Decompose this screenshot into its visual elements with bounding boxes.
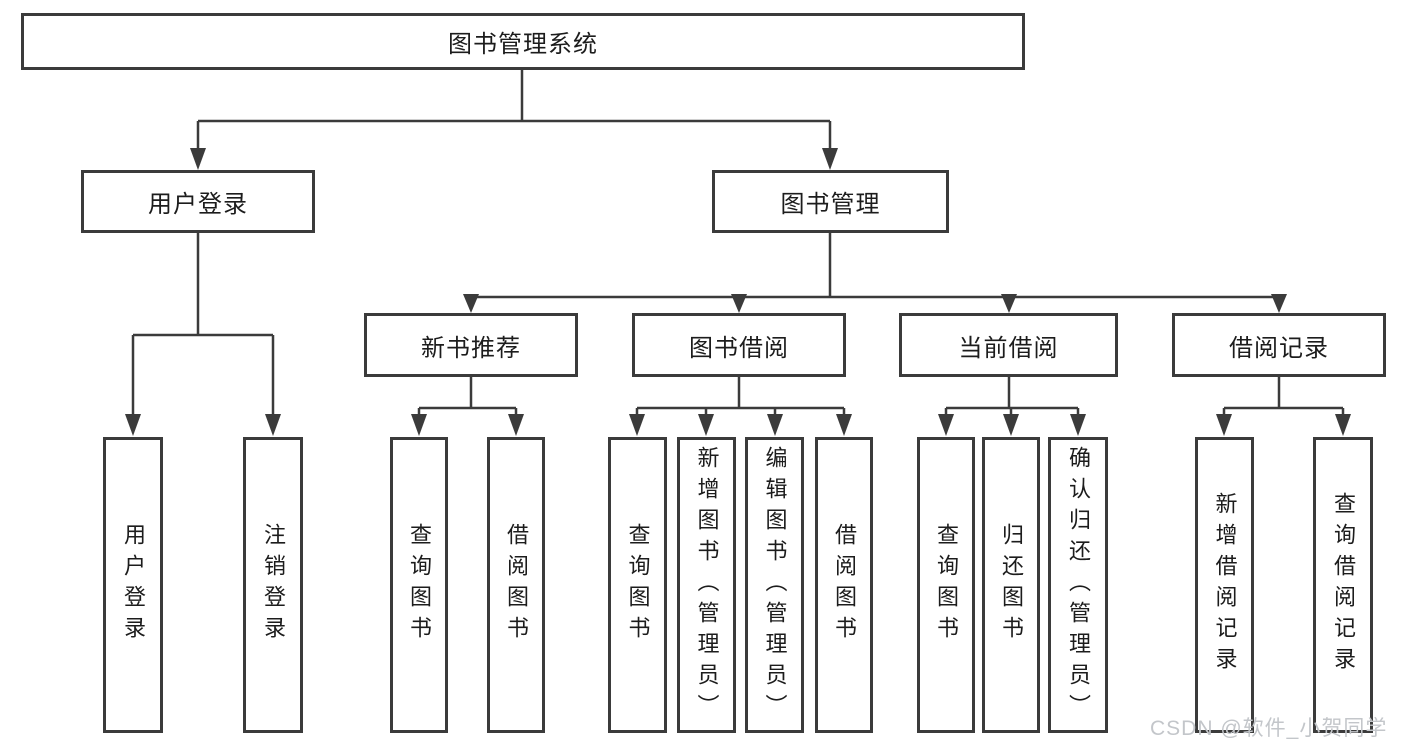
node-borrow-records: 借阅记录: [1172, 313, 1386, 377]
edge-records-children: [1216, 377, 1351, 436]
leaf-user-login: 用户登录: [103, 437, 163, 733]
leaf-borrow-books-recommend: 借阅图书: [487, 437, 545, 733]
csdn-watermark: CSDN @软件_小贺同学: [1150, 717, 1388, 740]
edge-book-management-to-level3: [463, 233, 1287, 313]
leaf-query-borrow-record: 查询借阅记录: [1313, 437, 1373, 733]
node-new-book-recommend: 新书推荐: [364, 313, 578, 377]
edge-root-to-level2: [190, 70, 838, 170]
edge-borrow-children: [629, 377, 852, 436]
leaf-query-books-current: 查询图书: [917, 437, 975, 733]
node-book-borrow: 图书借阅: [632, 313, 846, 377]
leaf-query-books-borrow: 查询图书: [608, 437, 667, 733]
leaf-return-books: 归还图书: [982, 437, 1040, 733]
leaf-edit-book-admin: 编辑图书（管理员）: [745, 437, 804, 733]
leaf-confirm-return-admin: 确认归还（管理员）: [1048, 437, 1108, 733]
leaf-query-books-recommend: 查询图书: [390, 437, 448, 733]
node-user-login: 用户登录: [81, 170, 315, 233]
node-library-system: 图书管理系统: [21, 13, 1025, 70]
edge-current-children: [938, 377, 1086, 436]
edge-user-login-children: [125, 233, 281, 436]
leaf-borrow-books: 借阅图书: [815, 437, 873, 733]
edge-new-book-children: [411, 377, 524, 436]
leaf-add-book-admin: 新增图书（管理员）: [677, 437, 736, 733]
leaf-add-borrow-record: 新增借阅记录: [1195, 437, 1254, 733]
node-current-borrow: 当前借阅: [899, 313, 1118, 377]
leaf-logout: 注销登录: [243, 437, 303, 733]
node-book-management: 图书管理: [712, 170, 949, 233]
